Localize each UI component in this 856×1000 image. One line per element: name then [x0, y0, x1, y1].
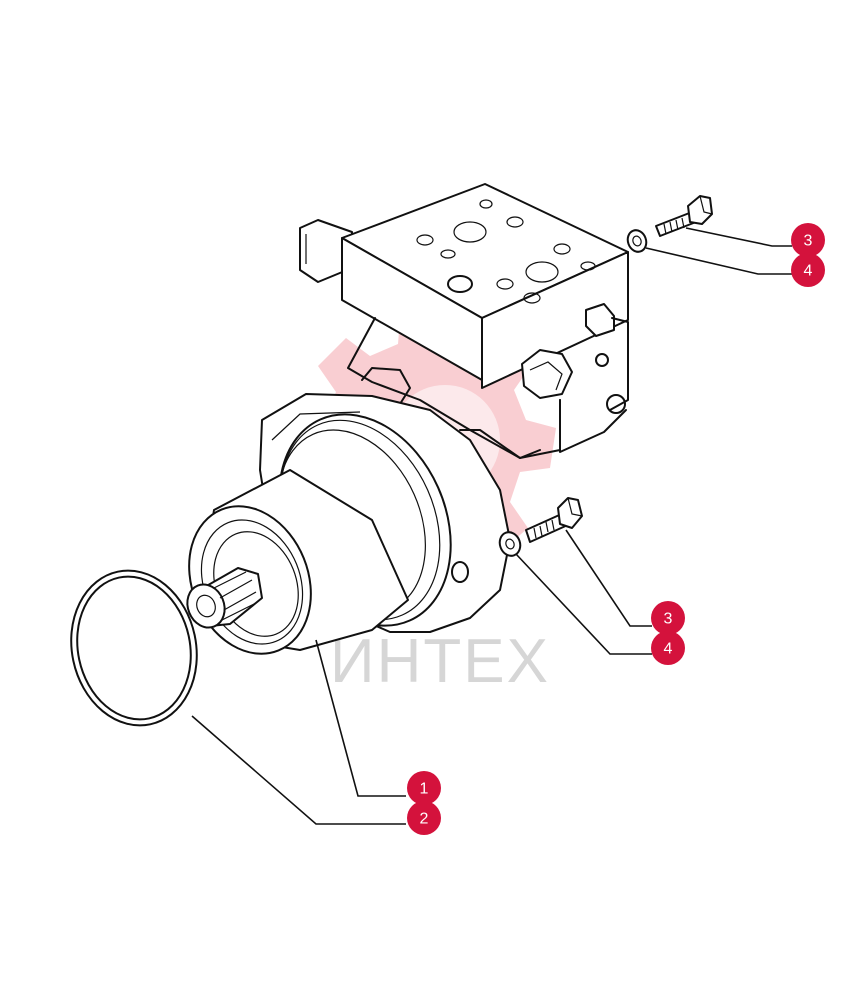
callout-label: 4 [664, 641, 673, 658]
o-ring [70, 569, 198, 727]
valve-block [299, 183, 629, 453]
callout-4-upper: 4 [791, 253, 825, 287]
bolt-lower [525, 497, 583, 543]
washer-upper [626, 229, 648, 253]
callout-label: 1 [420, 781, 429, 798]
hydraulic-motor [186, 317, 561, 655]
callout-3-upper: 3 [791, 223, 825, 257]
callout-3-lower: 3 [651, 601, 685, 635]
callout-1: 1 [407, 771, 441, 805]
callout-label: 2 [420, 811, 429, 828]
callout-2: 2 [407, 801, 441, 835]
leader-lines [191, 227, 792, 825]
bolt-upper [655, 195, 713, 237]
callout-4-lower: 4 [651, 631, 685, 665]
washer-lower [498, 531, 522, 557]
callout-label: 3 [664, 611, 673, 628]
callout-label: 3 [804, 233, 813, 250]
watermark-text: ИНТЕХ [330, 627, 550, 696]
callout-label: 4 [804, 263, 813, 280]
